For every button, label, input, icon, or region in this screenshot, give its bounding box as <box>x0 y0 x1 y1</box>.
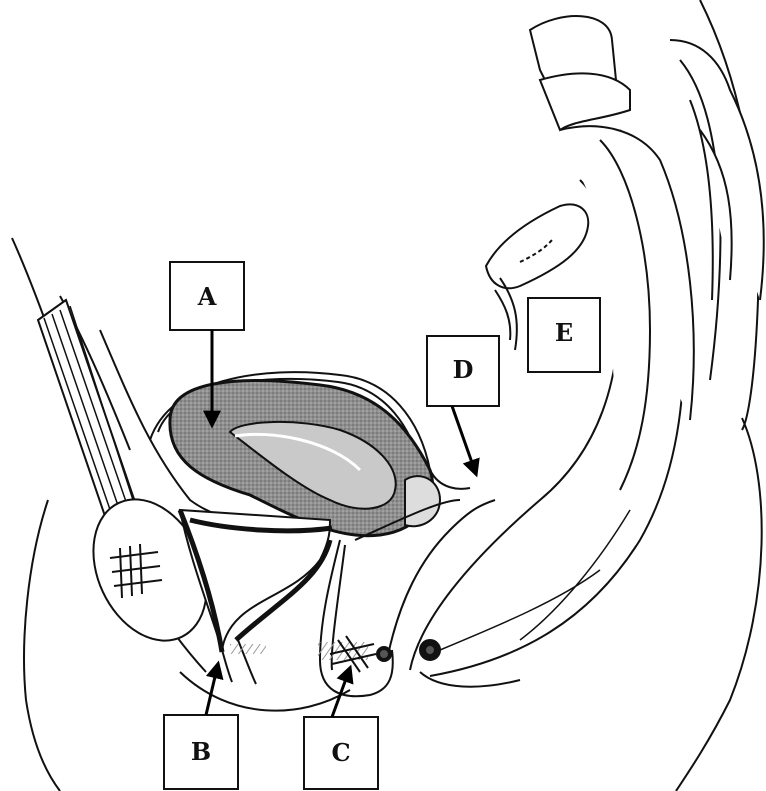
label-box-d: D <box>427 336 499 406</box>
label-box-c: C <box>304 717 378 789</box>
label-a-text: A <box>197 282 217 311</box>
label-e-text: E <box>555 318 573 347</box>
cervix <box>405 476 440 526</box>
urethra <box>222 640 266 684</box>
label-c-text: C <box>331 738 350 767</box>
perineum-base <box>180 672 350 711</box>
right-buttock-curve <box>676 418 762 791</box>
bladder <box>180 510 332 652</box>
arrow-d <box>452 406 476 474</box>
label-box-b: B <box>164 715 238 789</box>
label-d-text: D <box>453 355 474 384</box>
label-box-a: A <box>170 262 244 330</box>
left-buttock-curve <box>24 500 60 791</box>
label-box-e: E <box>528 298 600 372</box>
body-outline <box>12 0 762 791</box>
label-b-text: B <box>191 737 211 766</box>
perineal-body <box>318 636 392 672</box>
arrow-b <box>206 664 218 715</box>
